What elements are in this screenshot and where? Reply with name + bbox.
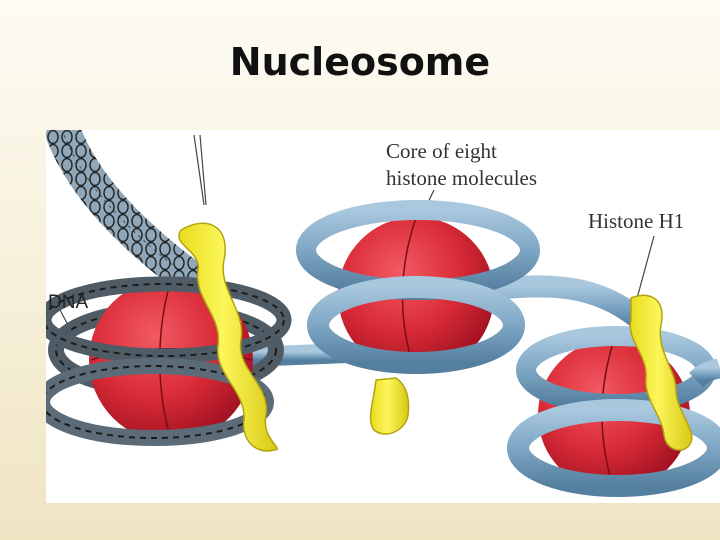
chromatin-fiber-coil — [46, 130, 224, 308]
histone-h1-right — [629, 294, 693, 451]
nucleosome-diagram: Core of eight histone molecules Histone … — [46, 130, 720, 503]
label-core-line2: histone molecules — [386, 166, 537, 190]
label-dna: DNA — [48, 292, 88, 313]
histone-h1-center — [369, 377, 410, 435]
linker-dna-edge — [688, 358, 720, 388]
label-histone-h1: Histone H1 — [588, 209, 684, 233]
nucleosome-center — [296, 200, 540, 374]
histone-h1-left — [178, 222, 279, 452]
label-core-line1: Core of eight — [386, 139, 497, 163]
slide-title: Nucleosome — [229, 40, 491, 84]
nucleosome-right — [507, 326, 720, 497]
